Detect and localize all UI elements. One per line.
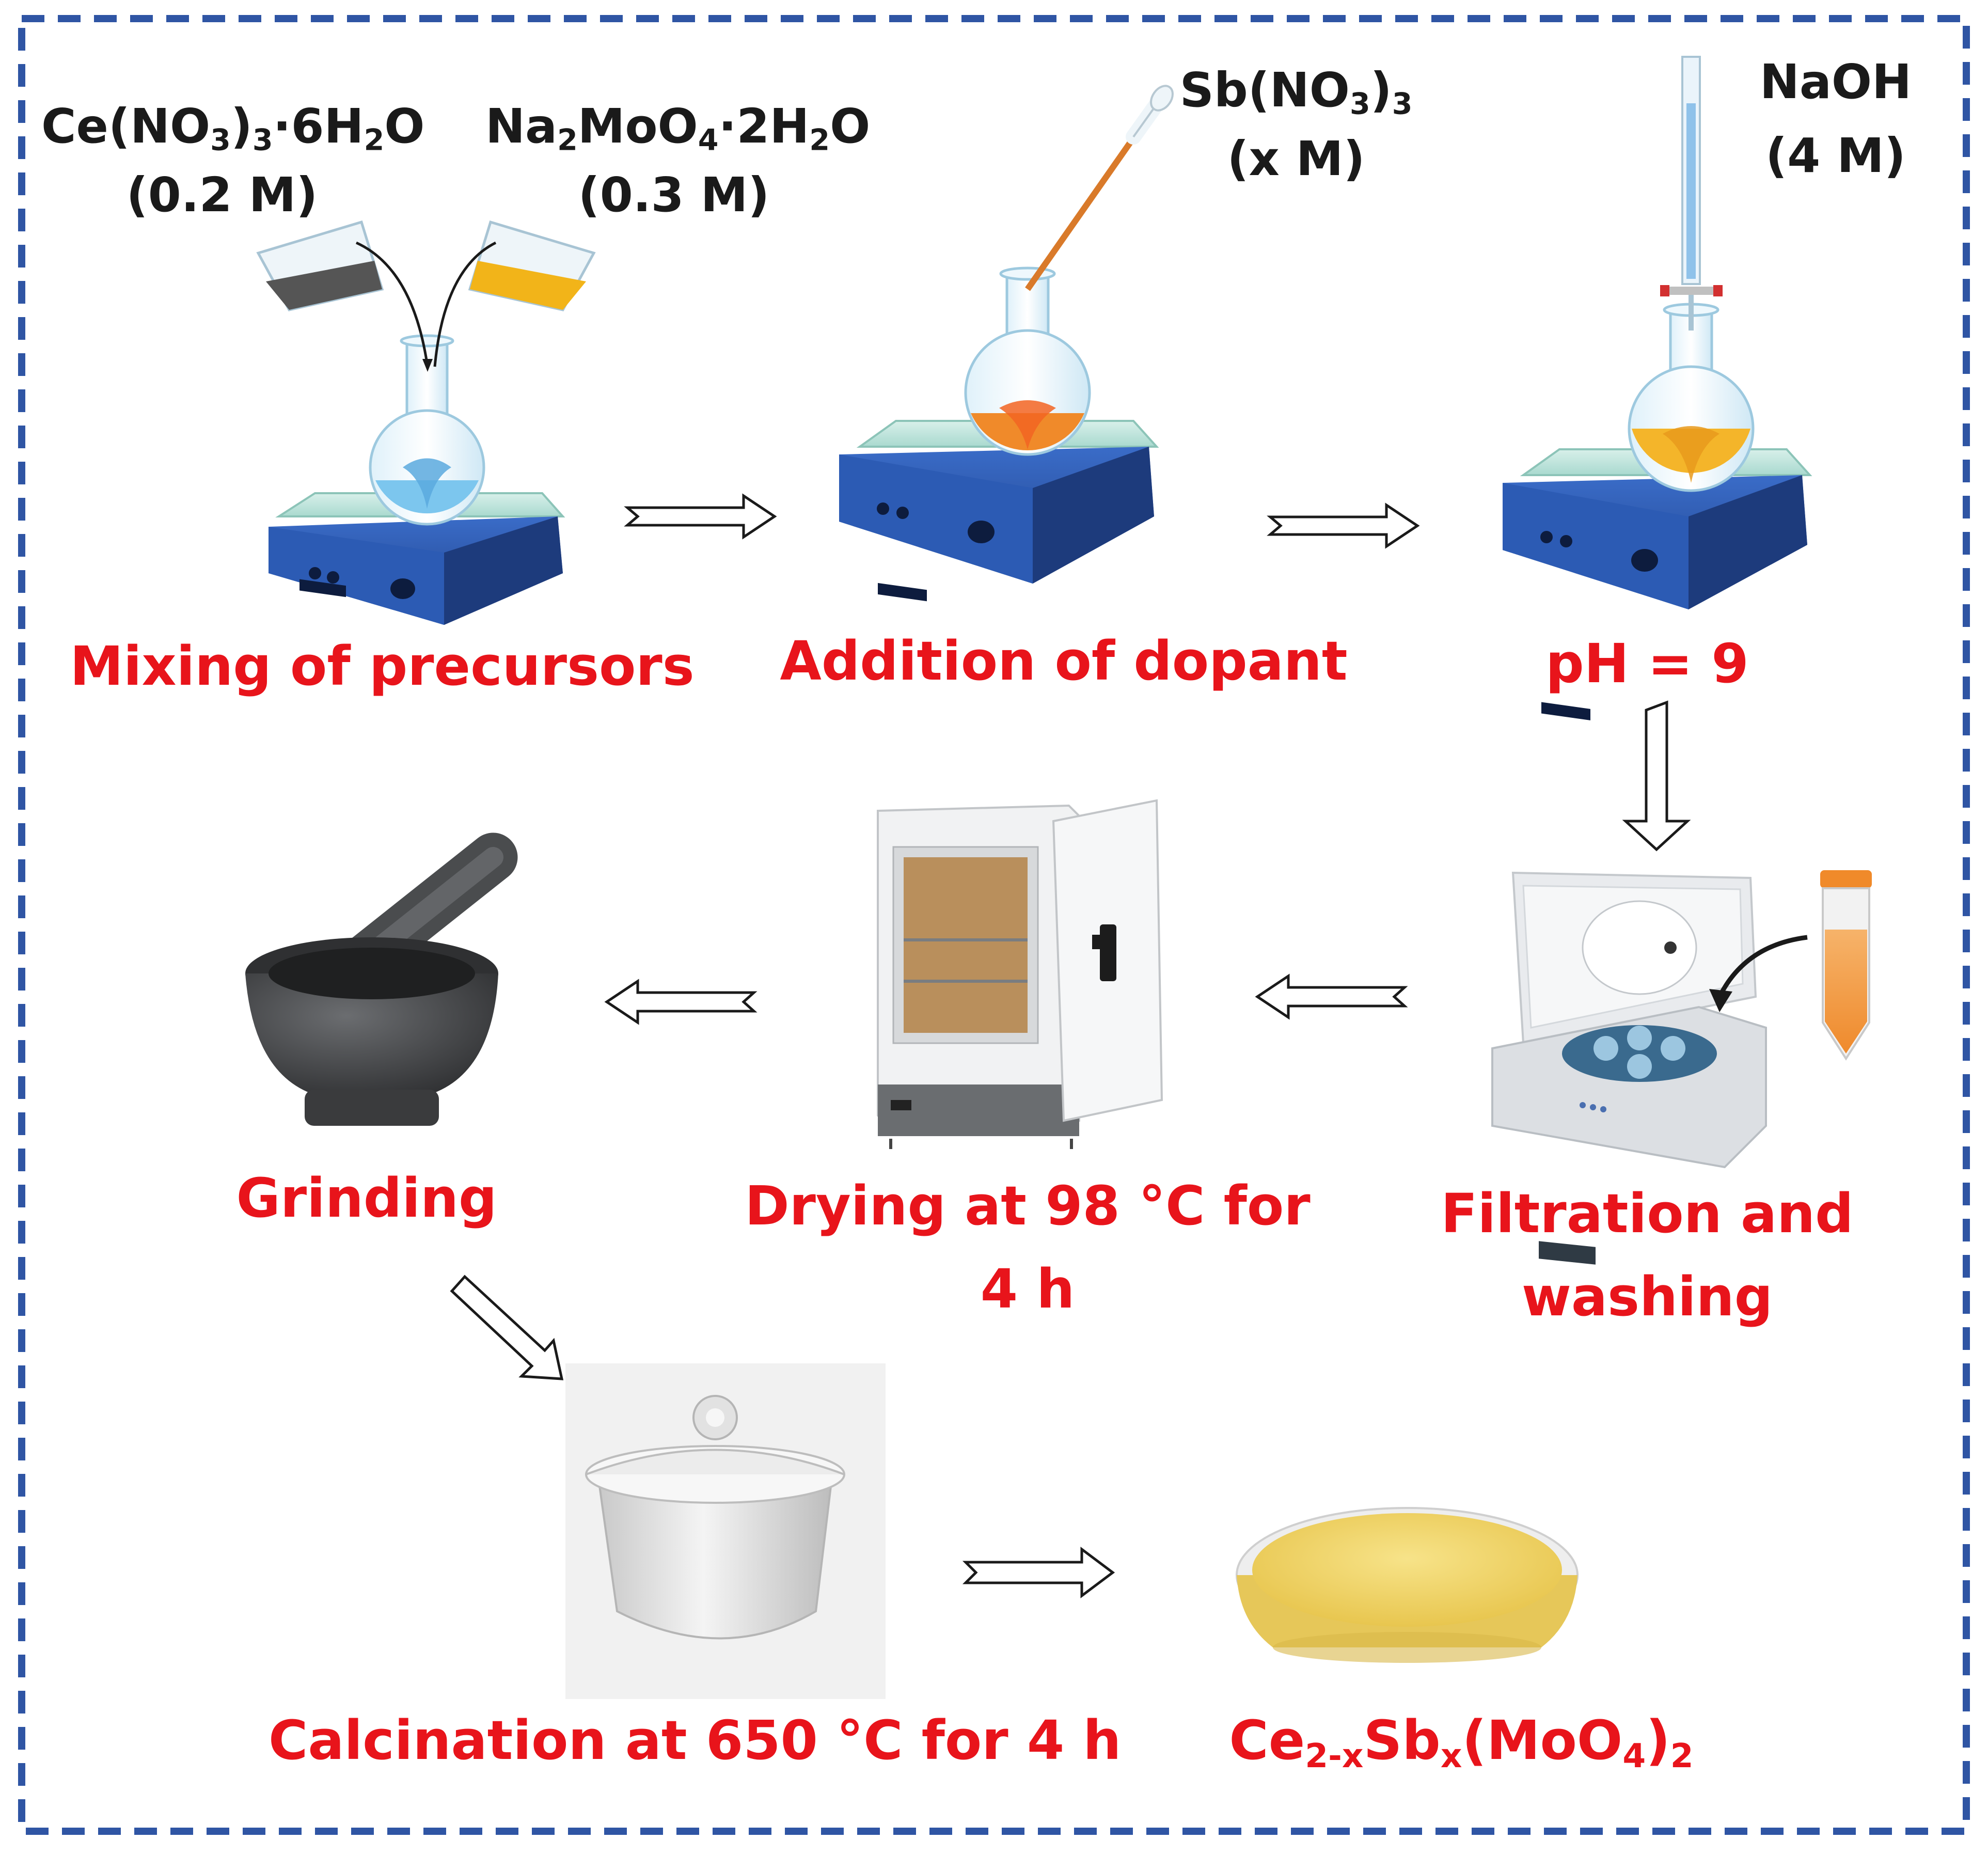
pouring-arrows-icon xyxy=(355,241,497,372)
reagent-ce-nitrate-formula: Ce(NO3)3·6H2O xyxy=(41,99,425,158)
burette-icon xyxy=(1660,56,1723,331)
step-filtration-label: Filtration and washing xyxy=(1441,1182,1854,1329)
arrow-right-icon xyxy=(962,1547,1115,1598)
crucible-icon xyxy=(565,1363,886,1699)
reagent-naoh-formula: NaOH xyxy=(1759,54,1912,109)
step-dopant-label: Addition of dopant xyxy=(780,630,1348,693)
round-bottom-flask-icon xyxy=(964,266,1091,456)
arrow-right-icon xyxy=(624,493,777,540)
reagent-sb-nitrate-conc: (x M) xyxy=(1227,131,1365,187)
step-grinding-label: Grinding xyxy=(236,1167,497,1230)
arrow-left-icon xyxy=(1255,973,1408,1020)
step-ph-label: pH = 9 xyxy=(1545,632,1749,695)
reagent-sb-nitrate-formula: Sb(NO3)3 xyxy=(1179,62,1413,121)
step-mixing-label: Mixing of precursors xyxy=(70,635,695,698)
step-calcination-label: Calcination at 650 °C for 4 h xyxy=(269,1709,1122,1772)
reagent-naoh-label: NaOH (4 M) xyxy=(1719,45,1952,193)
centrifuge-icon xyxy=(1491,871,1808,1265)
pipette-icon xyxy=(1025,85,1174,291)
drying-oven-icon xyxy=(877,799,1163,1149)
reagent-ce-nitrate-label: Ce(NO3)3·6H2O (0.2 M) xyxy=(41,92,425,230)
petri-dish-powder-icon xyxy=(1236,1507,1579,1663)
product-formula-label: Ce2-xSbx(MoO4)2 xyxy=(1229,1709,1694,1776)
hotplate-stirrer-icon xyxy=(269,492,565,625)
reagent-sb-nitrate-label: Sb(NO3)3 (x M) xyxy=(1151,56,1441,194)
hotplate-stirrer-icon xyxy=(839,420,1159,602)
reagent-na-molybdate-conc: (0.3 M) xyxy=(578,167,770,223)
reagent-na-molybdate-label: Na2MoO4·2H2O (0.3 M) xyxy=(485,92,871,230)
arrow-down-icon xyxy=(1622,700,1691,852)
arrow-right-icon xyxy=(1267,502,1420,549)
reagent-na-molybdate-formula: Na2MoO4·2H2O xyxy=(485,99,871,158)
mortar-and-pestle-icon xyxy=(245,832,518,1126)
arrow-diagonal-icon xyxy=(450,1275,564,1380)
reagent-naoh-conc: (4 M) xyxy=(1765,128,1906,183)
round-bottom-flask-icon xyxy=(1628,303,1755,492)
centrifuge-tube-icon xyxy=(1820,870,1872,1061)
beaker-icon xyxy=(256,220,596,311)
reagent-ce-nitrate-conc: (0.2 M) xyxy=(126,167,318,223)
arrow-left-icon xyxy=(604,979,758,1025)
step-drying-label: Drying at 98 °C for 4 h xyxy=(745,1174,1311,1321)
